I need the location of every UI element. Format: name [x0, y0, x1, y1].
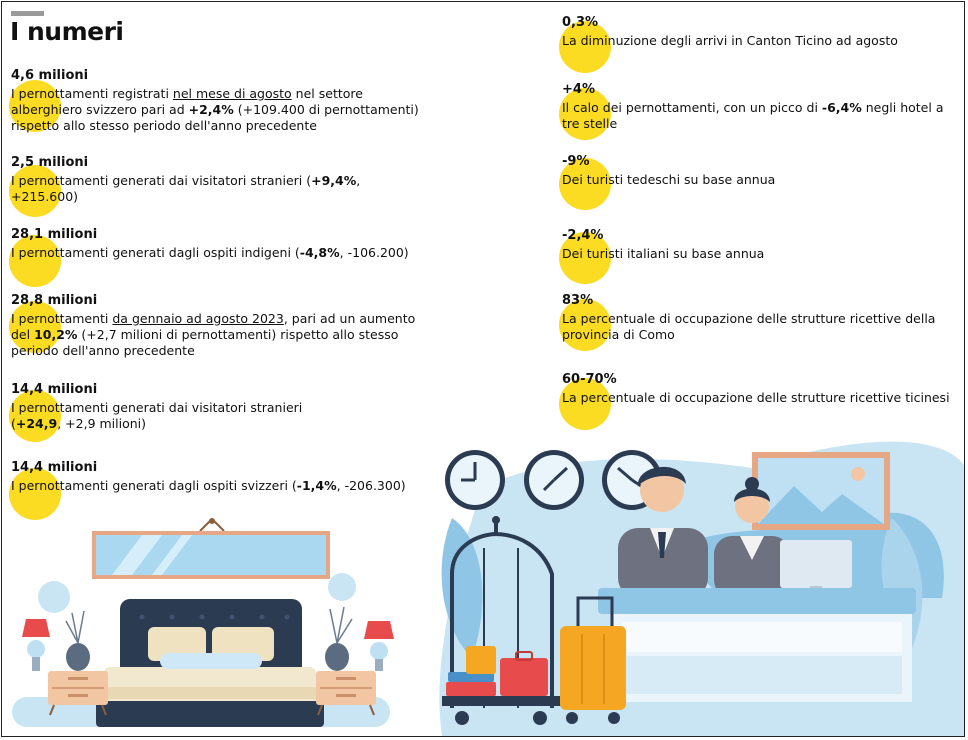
text-segment: , -106.200)	[339, 245, 409, 260]
clock-icon	[445, 450, 505, 510]
stat-left-2: 2,5 milioni I pernottamenti generati dai…	[9, 155, 391, 217]
stat-description: Il calo dei pernottamenti, con un picco …	[562, 100, 952, 132]
highlight-dot	[559, 88, 611, 140]
highlight-dot	[559, 158, 611, 210]
text-segment: I pernottamenti generati dagli ospiti in…	[11, 245, 300, 260]
highlight-dot	[9, 235, 61, 287]
text-segment: , +215.600)	[11, 173, 361, 204]
stat-value: +4%	[562, 82, 595, 97]
text-segment: Dei turisti tedeschi su base annua	[562, 172, 776, 187]
text-segment: I pernottamenti	[11, 311, 113, 326]
stat-left-5: 14,4 milioni I pernottamenti generati da…	[9, 382, 341, 442]
stat-right-1: 0,3% La diminuzione degli arrivi in Cant…	[559, 15, 952, 73]
stat-left-4: 28,8 milioni I pernottamenti da gennaio …	[9, 293, 421, 359]
text-segment: Il calo dei pernottamenti, con un picco …	[562, 100, 822, 115]
stat-value: 14,4 milioni	[11, 382, 98, 397]
stat-value: -2,4%	[562, 228, 604, 243]
highlight-dot	[559, 21, 611, 73]
text-segment: I pernottamenti generati dagli ospiti sv…	[11, 478, 297, 493]
page-title: I numeri	[10, 17, 124, 46]
highlight-dot	[9, 390, 61, 442]
stat-right-5: 83% La percentuale di occupazione delle …	[559, 293, 952, 351]
text-segment: I pernottamenti generati dai visitatori …	[11, 173, 312, 188]
underlined-text: nel mese di agosto	[172, 86, 292, 101]
stat-value: 4,6 milioni	[11, 68, 89, 83]
highlight-dot	[559, 378, 611, 430]
stat-description: I pernottamenti registrati nel mese di a…	[11, 86, 421, 134]
emphasis-text: -1,4%	[296, 478, 337, 493]
reception-illustration	[439, 441, 964, 736]
emphasis-text: +24,9	[15, 416, 58, 431]
highlight-dot	[559, 299, 611, 351]
stat-description: La percentuale di occupazione delle stru…	[562, 311, 952, 343]
highlight-dot	[9, 301, 61, 353]
text-segment: , pari ad un aumento del	[11, 311, 416, 342]
underlined-text: da gennaio ad agosto 2023	[112, 311, 284, 326]
stat-right-6: 60-70% La percentuale di occupazione del…	[559, 372, 952, 430]
text-segment: , +2,9 milioni)	[57, 416, 147, 431]
stat-description: Dei turisti italiani su base annua	[562, 246, 952, 262]
stat-description: I pernottamenti da gennaio ad agosto 202…	[11, 311, 421, 359]
stat-description: I pernottamenti generati dai visitatori …	[11, 173, 391, 205]
highlight-dot	[9, 165, 61, 217]
stat-value: 14,4 milioni	[11, 460, 98, 475]
emphasis-text: 10,2%	[34, 327, 78, 342]
stat-value: 28,1 milioni	[11, 227, 98, 242]
stat-value: 28,8 milioni	[11, 293, 98, 308]
stat-value: 0,3%	[562, 15, 599, 30]
clock-icon	[524, 450, 584, 510]
text-segment: (+109.400 di pernottamenti) rispetto all…	[11, 102, 419, 133]
stat-description: I pernottamenti generati dai visitatori …	[11, 400, 341, 432]
emphasis-text: +2,4%	[188, 102, 234, 117]
stat-right-2: +4% Il calo dei pernottamenti, con un pi…	[559, 82, 952, 140]
stat-value: 2,5 milioni	[11, 155, 89, 170]
highlight-dot	[9, 80, 61, 132]
text-segment: I pernottamenti generati dai visitatori …	[11, 400, 303, 431]
text-segment: La percentuale di occupazione delle stru…	[562, 390, 950, 405]
stat-description: La percentuale di occupazione delle stru…	[562, 390, 952, 406]
emphasis-text: +9,4%	[311, 173, 357, 188]
stat-right-4: -2,4% Dei turisti italiani su base annua	[559, 228, 952, 284]
bedroom-illustration	[12, 518, 394, 727]
stat-description: Dei turisti tedeschi su base annua	[562, 172, 952, 188]
stat-description: La diminuzione degli arrivi in Canton Ti…	[562, 33, 952, 49]
stat-description: I pernottamenti generati dagli ospiti in…	[11, 245, 431, 261]
text-segment: nel settore alberghiero svizzero pari ad	[11, 86, 363, 117]
text-segment: negli hotel a tre stelle	[562, 100, 944, 131]
stat-left-3: 28,1 milioni I pernottamenti generati da…	[9, 227, 431, 287]
highlight-dot	[559, 232, 611, 284]
stat-right-3: -9% Dei turisti tedeschi su base annua	[559, 154, 952, 210]
stat-description: I pernottamenti generati dagli ospiti sv…	[11, 478, 431, 494]
highlight-dot	[9, 468, 61, 520]
stat-value: 83%	[562, 293, 594, 308]
text-segment: La percentuale di occupazione delle stru…	[562, 311, 936, 342]
stat-value: -9%	[562, 154, 590, 169]
text-segment: (+2,7 milioni di pernottamenti) rispetto…	[11, 327, 399, 358]
stat-left-6: 14,4 milioni I pernottamenti generati da…	[9, 460, 431, 520]
text-segment: I pernottamenti registrati	[11, 86, 173, 101]
section-tag	[11, 11, 44, 16]
text-segment: La diminuzione degli arrivi in Canton Ti…	[562, 33, 898, 48]
text-segment: , -206.300)	[336, 478, 406, 493]
stat-value: 60-70%	[562, 372, 617, 387]
emphasis-text: -6,4%	[821, 100, 862, 115]
stat-left-1: 4,6 milioni I pernottamenti registrati n…	[9, 68, 421, 134]
text-segment: Dei turisti italiani su base annua	[562, 246, 765, 261]
emphasis-text: -4,8%	[299, 245, 340, 260]
